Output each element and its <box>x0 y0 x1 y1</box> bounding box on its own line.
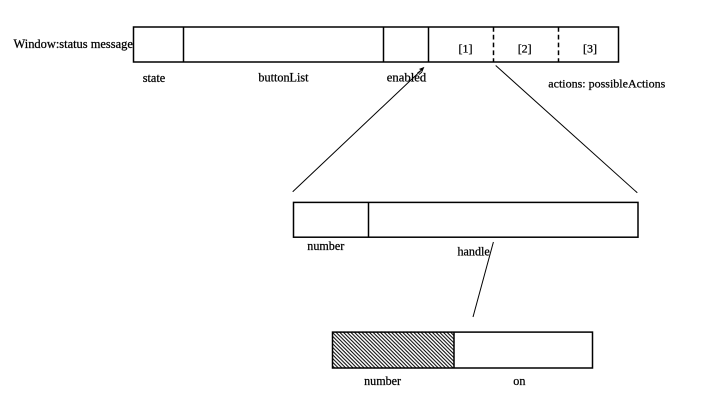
svg-text:state: state <box>143 71 166 85</box>
svg-text:Window:status message: Window:status message <box>14 37 134 51</box>
svg-text:on: on <box>513 374 525 388</box>
svg-text:number: number <box>364 374 401 388</box>
svg-text:[2]: [2] <box>518 42 532 56</box>
svg-text:actions: possibleActions: actions: possibleActions <box>548 77 665 91</box>
svg-text:number: number <box>307 239 344 253</box>
svg-text:[3]: [3] <box>583 42 597 56</box>
svg-text:buttonList: buttonList <box>258 71 309 85</box>
svg-text:[1]: [1] <box>459 42 473 56</box>
svg-text:handle: handle <box>458 245 490 259</box>
